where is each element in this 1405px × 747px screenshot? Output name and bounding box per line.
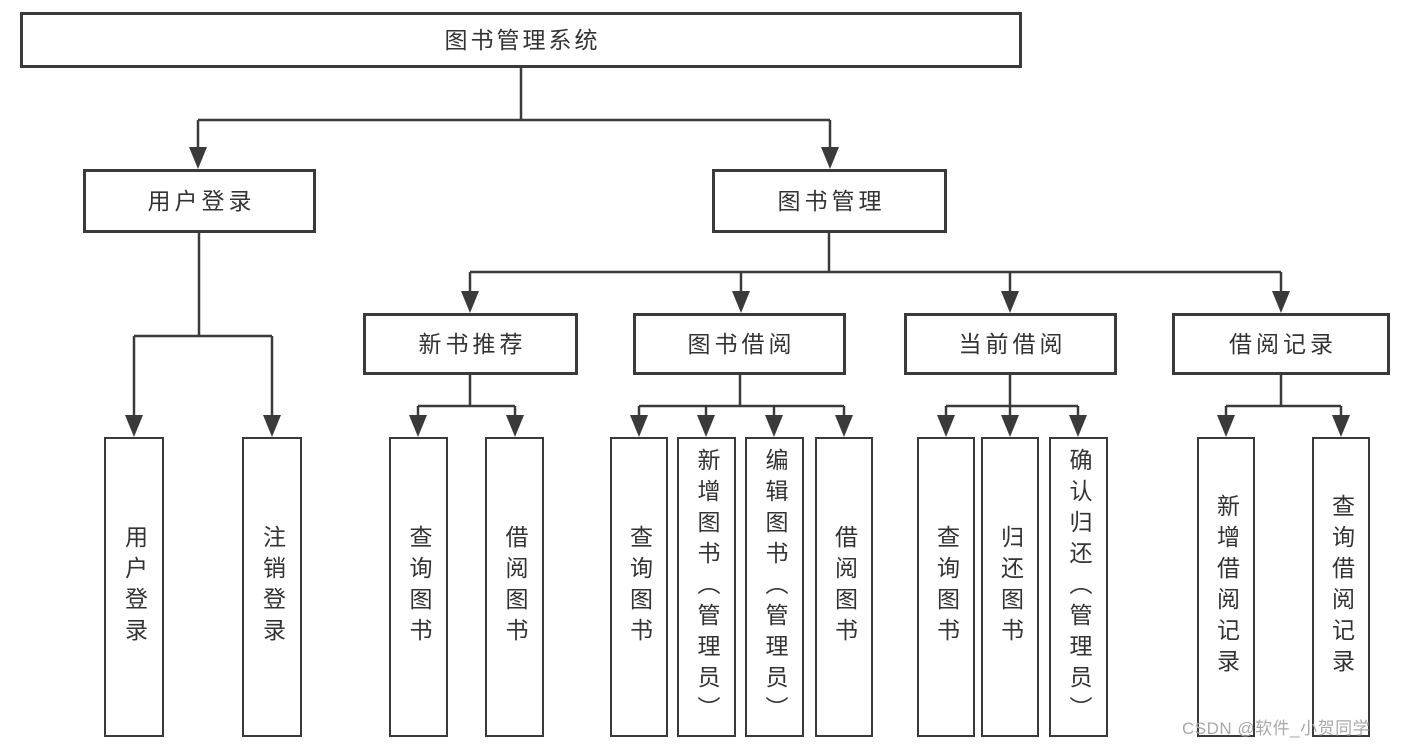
leaf-user-login: 用户登录 (104, 437, 164, 737)
leaf-borrow-books-borrowing: 借阅图书 (815, 437, 873, 737)
arrow-icon (1001, 415, 1019, 437)
arrowheads (125, 147, 1350, 437)
arrow-icon (189, 147, 207, 169)
arrow-icon (821, 147, 839, 169)
arrow-icon (409, 415, 427, 437)
leaf-edit-books-admin: 编辑图书（管理员） (745, 437, 804, 737)
leaf-borrow-books-newbooks: 借阅图书 (485, 437, 544, 737)
leaf-query-books-current: 查询图书 (917, 437, 975, 737)
node-user-login: 用户登录 (83, 169, 316, 233)
arrow-icon (1332, 415, 1350, 437)
leaf-return-books: 归还图书 (981, 437, 1039, 737)
leaf-query-borrow-record: 查询借阅记录 (1312, 437, 1370, 737)
node-borrow-records: 借阅记录 (1172, 313, 1390, 375)
connector-borrowing (637, 374, 846, 421)
arrow-icon (1069, 415, 1087, 437)
arrow-icon (125, 415, 143, 437)
leaf-query-books-newbooks: 查询图书 (389, 437, 448, 737)
arrow-icon (263, 415, 281, 437)
leaf-add-borrow-record: 新增借阅记录 (1197, 437, 1255, 737)
csdn-watermark: CSDN @软件_小贺同学 (1182, 719, 1371, 738)
arrow-icon (937, 415, 955, 437)
arrow-icon (697, 415, 715, 437)
leaf-logout: 注销登录 (242, 437, 302, 737)
node-current-borrowing: 当前借阅 (904, 313, 1117, 375)
node-book-mgmt: 图书管理 (712, 169, 947, 233)
arrow-icon (1001, 291, 1019, 313)
connector-records (1224, 374, 1343, 421)
connector-user-login (132, 233, 274, 420)
arrow-icon (732, 291, 750, 313)
arrow-icon (1217, 415, 1235, 437)
arrow-icon (506, 415, 524, 437)
connector-new-books (416, 374, 517, 421)
arrow-icon (835, 415, 853, 437)
leaf-add-books-admin: 新增图书（管理员） (677, 437, 736, 737)
node-root: 图书管理系统 (20, 12, 1022, 68)
arrow-icon (1272, 291, 1290, 313)
node-borrowing: 图书借阅 (633, 313, 846, 375)
arrow-icon (461, 291, 479, 313)
leaf-confirm-return-admin: 确认归还（管理员） (1049, 437, 1108, 737)
arrow-icon (765, 415, 783, 437)
connector-root (196, 68, 832, 152)
connector-book-mgmt (468, 233, 1283, 297)
connector-current (944, 374, 1080, 421)
leaf-query-books-borrowing: 查询图书 (610, 437, 668, 737)
arrow-icon (630, 415, 648, 437)
node-new-books: 新书推荐 (363, 313, 578, 375)
